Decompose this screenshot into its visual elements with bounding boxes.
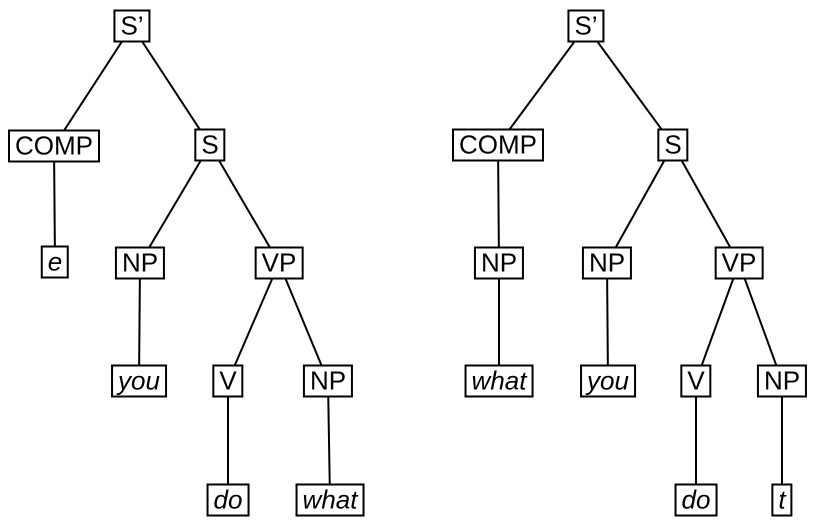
- tree-node-e: e: [40, 245, 70, 279]
- tree-edge-s-vp: [209, 144, 280, 264]
- tree-edge-sbar-s: [585, 25, 674, 146]
- tree-edge-vp-v: [695, 262, 740, 382]
- tree-node-vp: VP: [714, 246, 764, 280]
- tree-edge-vp-v: [227, 262, 280, 382]
- tree-node-vp: VP: [254, 246, 304, 280]
- tree-edge-np1-you: [138, 262, 141, 382]
- tree-node-np1: NP: [114, 246, 166, 280]
- tree-node-you: you: [580, 364, 636, 398]
- tree-node-v: V: [212, 364, 244, 398]
- tree-edge-comp-e: [53, 145, 56, 263]
- tree-node-sbar: S’: [113, 9, 151, 43]
- tree-edge-s-np2: [606, 144, 674, 264]
- tree-node-what: what: [464, 364, 534, 398]
- tree-node-s: S: [194, 128, 226, 162]
- tree-node-s: S: [657, 128, 689, 162]
- tree-edge-comp-np1: [497, 144, 500, 264]
- tree-edge-vp-np3: [738, 262, 783, 382]
- tree-node-you: you: [111, 364, 167, 398]
- tree-edge-s-np1: [139, 144, 211, 264]
- tree-node-v: V: [680, 364, 712, 398]
- tree-node-t: t: [771, 483, 793, 517]
- tree-node-np2: NP: [302, 364, 354, 398]
- tree-edge-sbar-s: [131, 25, 211, 146]
- tree-edge-sbar-comp: [497, 25, 587, 146]
- tree-node-comp: COMP: [8, 129, 100, 163]
- left-tree-edges: [53, 25, 331, 501]
- tree-node-do: do: [206, 483, 250, 517]
- tree-node-do: do: [674, 483, 718, 517]
- tree-edge-vp-np2: [278, 262, 329, 382]
- tree-node-sbar: S’: [567, 9, 605, 43]
- tree-node-np1: NP: [473, 246, 525, 280]
- tree-edge-sbar-comp: [53, 25, 133, 147]
- tree-node-comp: COMP: [452, 128, 544, 162]
- tree-node-np3: NP: [756, 364, 808, 398]
- tree-edge-s-vp: [672, 144, 740, 264]
- tree-node-what: what: [295, 483, 365, 517]
- tree-edge-np2-you: [606, 262, 609, 382]
- tree-node-np2: NP: [581, 246, 633, 280]
- right-tree-edges: [497, 25, 783, 500]
- tree-edge-np2-what: [327, 380, 331, 501]
